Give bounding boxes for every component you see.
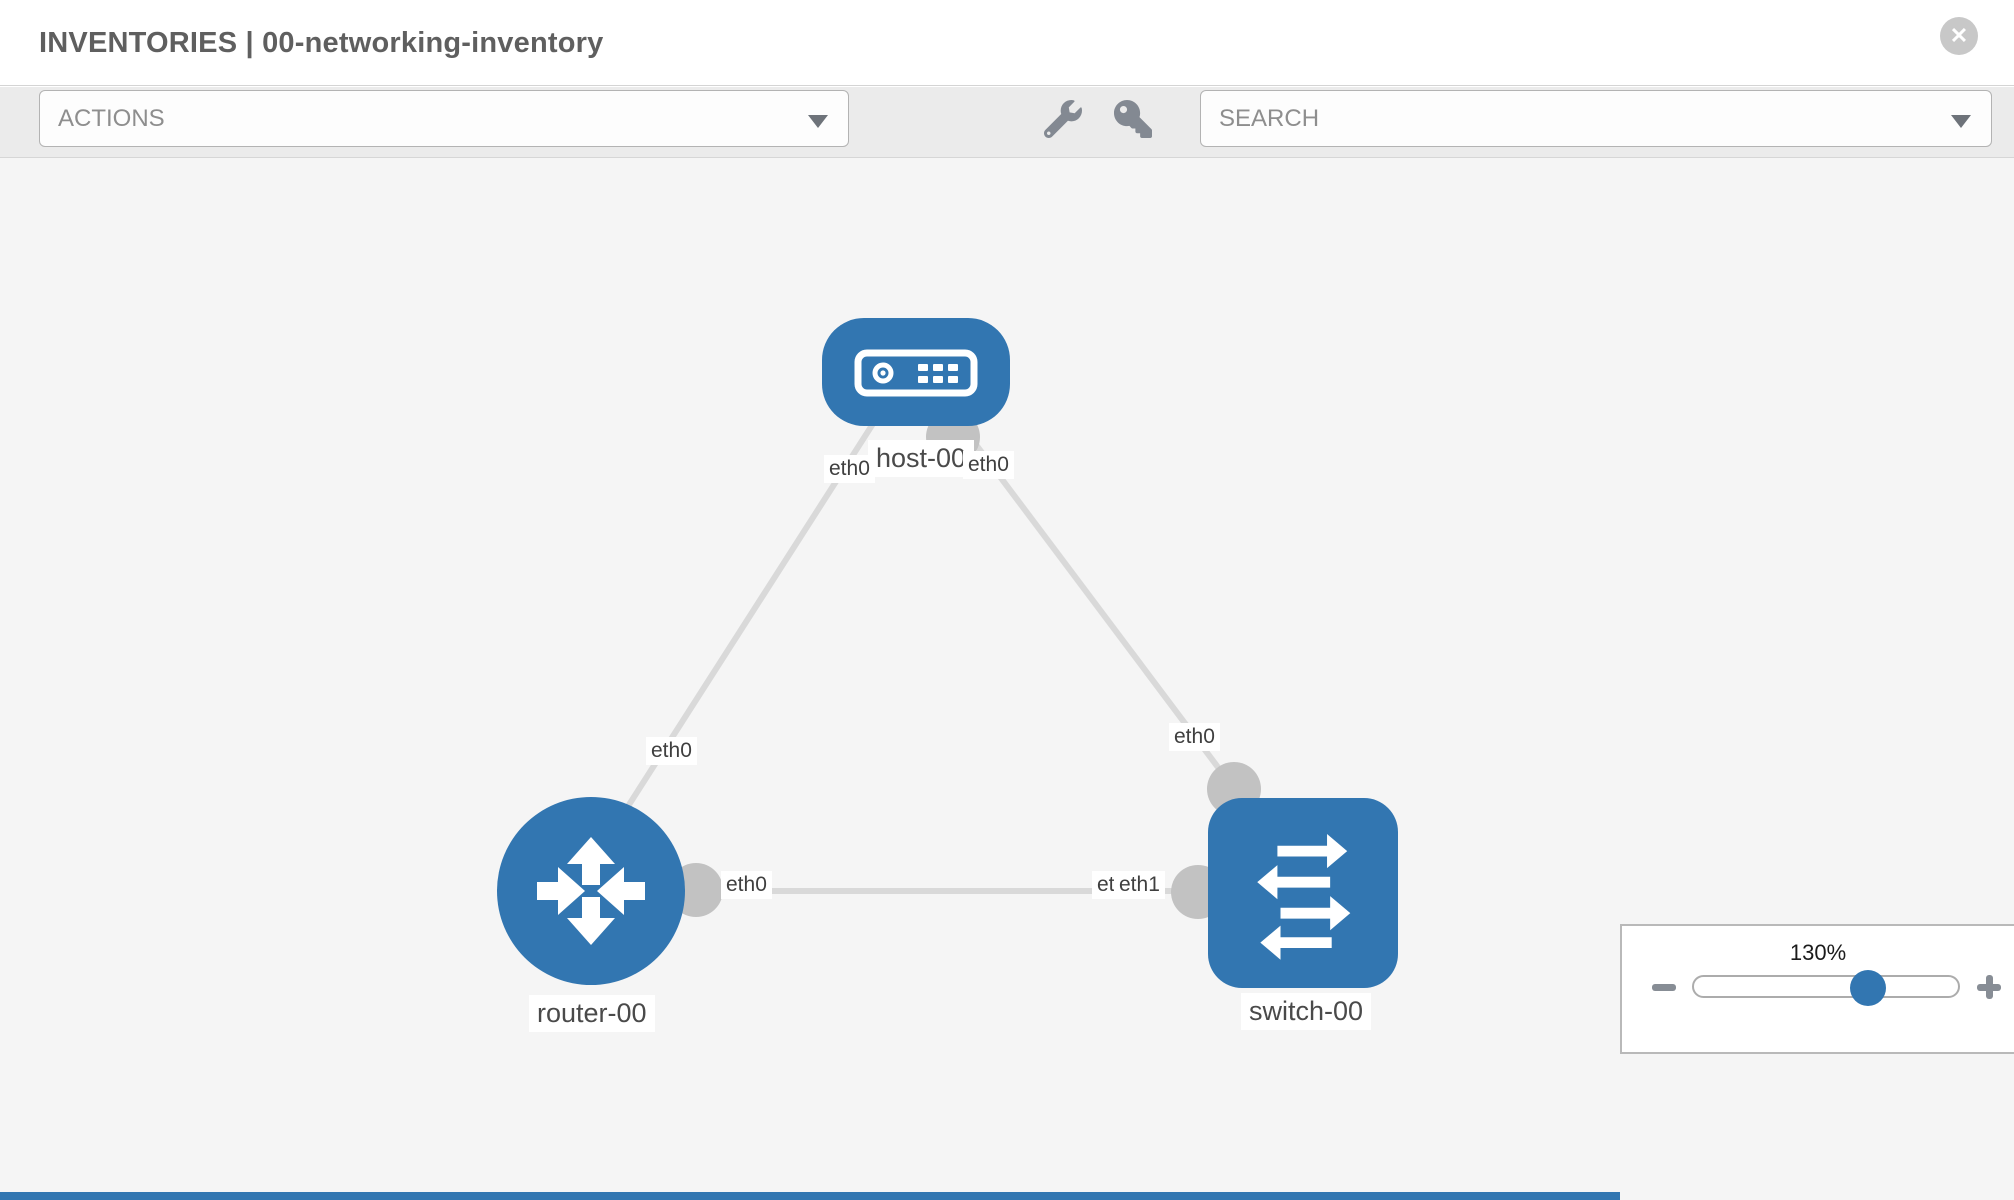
wrench-icon[interactable]	[1043, 100, 1082, 139]
header-bar: INVENTORIES | 00-networking-inventory ✕	[0, 0, 2014, 86]
zoom-control: 130%	[1620, 924, 2014, 1054]
iface-label-router-right: eth0	[721, 871, 772, 899]
bottom-accent-bar	[0, 1192, 1620, 1200]
iface-label-host-right: eth0	[963, 451, 1014, 479]
switch-icon	[1257, 834, 1351, 960]
zoom-slider-thumb[interactable]	[1850, 970, 1886, 1006]
search-dropdown[interactable]: SEARCH	[1200, 90, 1992, 147]
iface-label-host-left: eth0	[824, 455, 875, 483]
iface-label-switch-top: eth0	[1169, 723, 1220, 751]
node-router-00[interactable]	[497, 797, 685, 985]
zoom-slider[interactable]	[1692, 970, 1960, 1006]
node-label-host: host-00	[868, 440, 975, 477]
zoom-out-minus-icon[interactable]	[1652, 984, 1676, 991]
node-label-router: router-00	[529, 995, 655, 1032]
router-icon	[537, 837, 645, 945]
close-icon[interactable]: ✕	[1940, 17, 1978, 55]
zoom-level-value: 130%	[1789, 940, 1847, 965]
iface-label-router-top: eth0	[646, 737, 697, 765]
chevron-down-icon	[1951, 115, 1971, 128]
actions-dropdown-label: ACTIONS	[58, 105, 165, 132]
node-label-switch: switch-00	[1241, 993, 1372, 1030]
iface-label-switch-left: eth1	[1114, 871, 1165, 899]
host-icon	[854, 349, 978, 397]
toolbar: ACTIONS SEARCH	[0, 87, 2014, 158]
search-placeholder: SEARCH	[1219, 105, 1320, 132]
topology-canvas[interactable]: host-00 router-00 switch-00 eth0 eth0 et…	[0, 158, 2014, 1200]
key-icon[interactable]	[1114, 100, 1152, 138]
chevron-down-icon	[808, 115, 828, 128]
zoom-in-plus-icon[interactable]	[1977, 975, 2001, 999]
page-title: INVENTORIES | 00-networking-inventory	[39, 27, 604, 59]
node-switch-00[interactable]	[1208, 798, 1398, 988]
node-host-00[interactable]	[822, 318, 1010, 426]
actions-dropdown[interactable]: ACTIONS	[39, 90, 849, 147]
